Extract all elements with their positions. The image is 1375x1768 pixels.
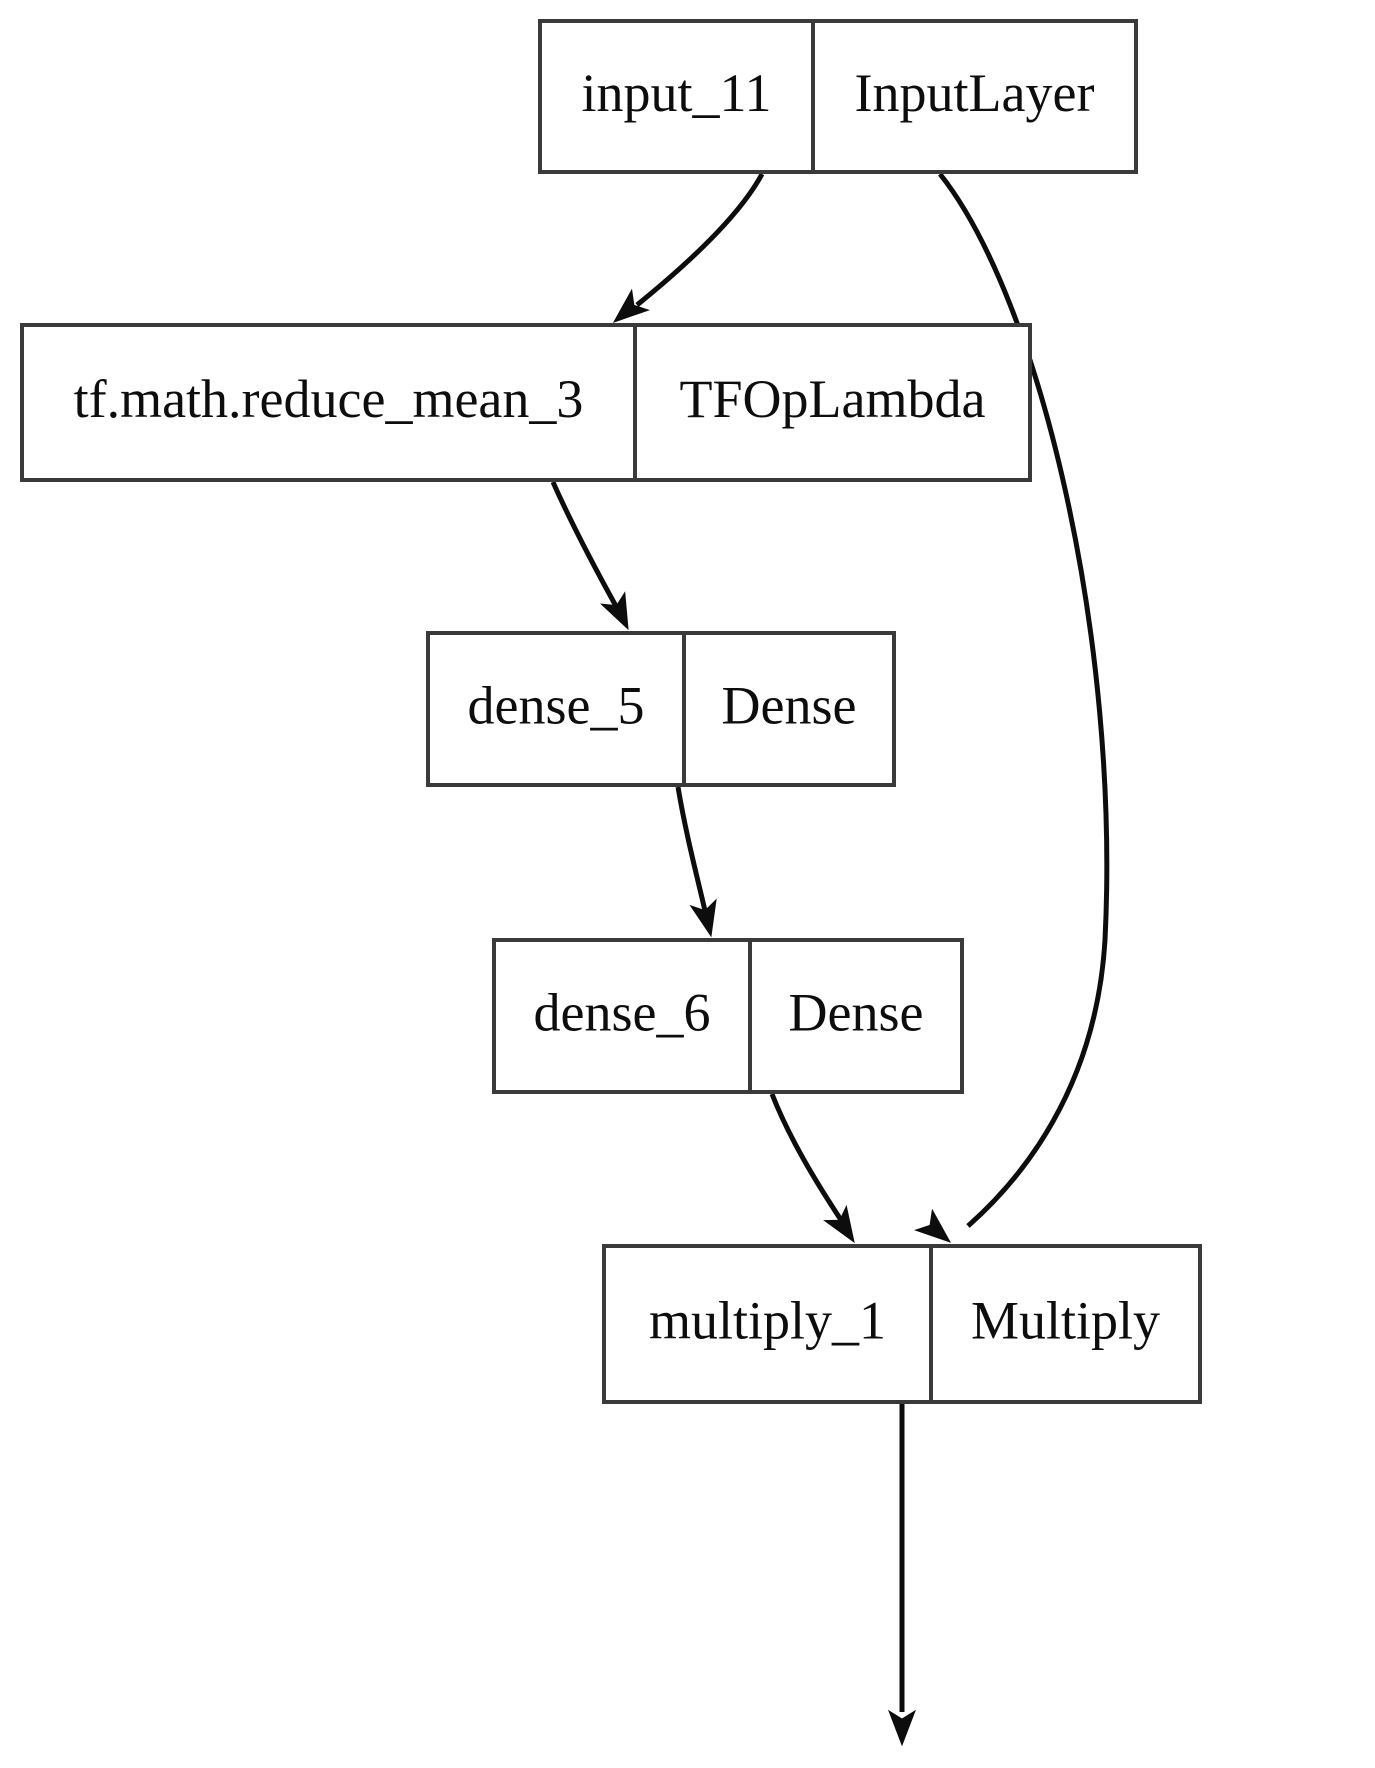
node-name-label: dense_6	[534, 982, 711, 1042]
node-dense_6[interactable]: dense_6 Dense	[492, 938, 964, 1094]
edge-tf_math_reduce_mean_3-to-dense_5	[550, 480, 629, 631]
edge-dense_5-to-dense_6	[675, 786, 717, 938]
node-box[interactable]	[492, 938, 964, 1094]
node-box[interactable]	[602, 1244, 1202, 1404]
node-type-label: Multiply	[971, 1290, 1160, 1350]
arrowhead-icon	[689, 898, 717, 938]
edge-dense_6-to-multiply_1	[769, 1093, 855, 1244]
edge-line	[550, 480, 620, 610]
node-name-label: tf.math.reduce_mean_3	[74, 369, 584, 429]
node-type-label: Dense	[722, 675, 857, 735]
arrowhead-icon	[914, 1208, 952, 1243]
arrowhead-icon	[599, 591, 629, 631]
edge-multiply_1-to-output	[888, 1404, 916, 1747]
edge-line	[769, 1093, 844, 1222]
nodes-layer: input_11 InputLayer tf.math.reduce_mean_3 T…	[20, 19, 1202, 1404]
node-box[interactable]	[426, 631, 896, 787]
arrowhead-icon	[612, 288, 650, 323]
node-name-label: dense_5	[468, 675, 645, 735]
node-type-label: TFOpLambda	[680, 369, 986, 429]
edge-input_11-to-tf_math_reduce_mean_3	[612, 172, 765, 323]
node-multiply_1[interactable]: multiply_1 Multiply	[602, 1244, 1202, 1404]
edge-line	[938, 172, 1110, 1228]
node-input_11[interactable]: input_11 InputLayer	[538, 19, 1138, 174]
arrowhead-icon	[823, 1204, 855, 1244]
node-box[interactable]	[20, 323, 1032, 482]
node-name-label: multiply_1	[649, 1290, 886, 1350]
node-name-label: input_11	[581, 63, 771, 123]
arrowhead-icon	[888, 1709, 916, 1747]
edge-line	[675, 786, 709, 916]
node-type-label: InputLayer	[855, 63, 1095, 123]
node-type-label: Dense	[789, 982, 924, 1042]
node-box[interactable]	[538, 19, 1138, 174]
edge-line	[635, 172, 765, 307]
node-tf_math_reduce_mean_3[interactable]: tf.math.reduce_mean_3 TFOpLambda	[20, 323, 1032, 482]
node-dense_5[interactable]: dense_5 Dense	[426, 631, 896, 787]
edge-input_11-to-multiply_1	[914, 172, 1110, 1243]
edges-layer	[550, 172, 1110, 1747]
